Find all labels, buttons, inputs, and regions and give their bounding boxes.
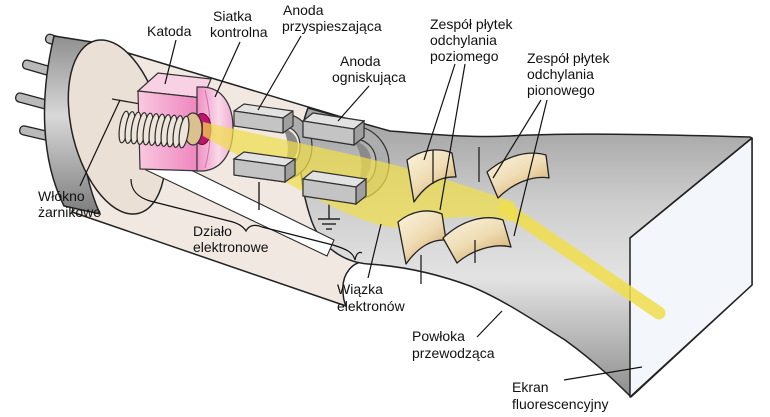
label-plytki-poziome-2: odchylania (430, 32, 497, 48)
label-wiazka-2: elektronów (337, 298, 406, 314)
vertical-plate-bottom (442, 217, 512, 264)
label-powloka-1: Powłoka (412, 328, 465, 344)
filament-coil (118, 110, 190, 149)
label-wlokno-1: Włókno (38, 188, 85, 204)
label-siatka-kontrolna-1: Siatka (213, 8, 252, 24)
label-plytki-poziome-3: poziomego (430, 48, 499, 64)
electron-gun (111, 72, 234, 172)
label-ekran-2: fluorescencyjny (512, 396, 609, 412)
label-wiazka-1: Wiązka (337, 281, 383, 297)
leader-ekran (563, 366, 643, 381)
leader-powloka (476, 310, 503, 338)
label-katoda: Katoda (147, 23, 192, 39)
leader-plytki-poziome-2 (439, 63, 466, 211)
label-plytki-pionowe-2: odchylania (527, 66, 594, 82)
plate-lead-wires (420, 147, 480, 284)
label-plytki-poziome-1: Zespół płytek (430, 16, 513, 32)
leader-plytki-pionowe-1 (492, 99, 542, 179)
labels: Katoda Siatka kontrolna Anoda przyspiesz… (38, 2, 610, 412)
label-wlokno-2: żarnikowe (38, 204, 101, 220)
leader-anoda-przyspieszajaca (257, 35, 302, 111)
label-anoda-ogniskujaca-1: Anoda (340, 53, 381, 69)
leader-plytki-pionowe-2 (513, 99, 548, 237)
leader-siatka (214, 41, 241, 98)
leader-anoda-ogniskujaca (337, 85, 370, 122)
screen-front-edge (629, 137, 753, 239)
brace-dzialo-elektronowe (130, 178, 363, 261)
horizontal-plate-top (406, 149, 457, 203)
label-siatka-kontrolna-2: kontrolna (210, 24, 268, 40)
ground-symbol-icon (318, 204, 340, 230)
leader-plytki-poziome-1 (423, 63, 456, 161)
label-powloka-2: przewodząca (412, 345, 495, 361)
leader-wlokno (79, 99, 121, 187)
vertical-deflection-plates (442, 152, 550, 264)
label-anoda-przyspieszajaca-1: Anoda (283, 2, 324, 18)
label-plytki-pionowe-3: pionowego (527, 82, 595, 98)
label-ekran-1: Ekran (512, 379, 549, 395)
horizontal-deflection-plates (397, 149, 457, 265)
label-anoda-przyspieszajaca-2: przyspieszająca (282, 18, 382, 34)
leader-lines (79, 35, 643, 381)
electron-beam-cone (203, 122, 515, 228)
leader-wiazka (367, 223, 382, 279)
electron-beam-strip (498, 201, 666, 320)
label-dzialo-1: Działo (193, 223, 232, 239)
label-plytki-pionowe-1: Zespół płytek (527, 50, 610, 66)
label-dzialo-2: elektronowe (193, 239, 269, 255)
label-anoda-ogniskujaca-2: ogniskująca (332, 69, 406, 85)
vertical-plate-top (486, 152, 550, 199)
leader-katoda (164, 39, 177, 85)
